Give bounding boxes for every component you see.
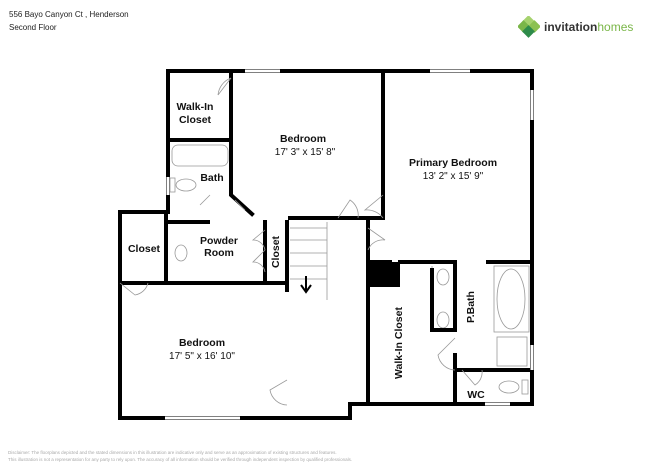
sink-icon	[436, 311, 450, 329]
floor-label: Second Floor	[9, 23, 57, 32]
closet-left-label: Closet	[128, 243, 161, 255]
bedroom-upper-dims: 17' 3" x 15' 8"	[275, 147, 336, 158]
primary-bedroom-name: Primary Bedroom	[409, 157, 497, 169]
sink-icon	[436, 268, 450, 286]
windows	[165, 69, 534, 420]
closet-mid-label: Closet	[270, 235, 282, 268]
pbath-label: P.Bath	[465, 291, 477, 323]
door-swing	[217, 77, 232, 96]
wc-label: WC	[467, 389, 485, 401]
clover-logo-icon	[518, 16, 540, 38]
fixtures	[169, 144, 530, 395]
powder-room-label-2: Room	[204, 247, 234, 259]
room-labels: Walk-In Closet Bedroom 17' 3" x 15' 8" P…	[128, 101, 497, 401]
invitation-homes-logo: invitationhomes	[518, 16, 633, 38]
disclaimer-line-1: Disclaimer: The floorplans depicted and …	[8, 450, 337, 455]
sink-icon	[174, 244, 188, 262]
bath-label: Bath	[200, 172, 223, 184]
bedroom-lower-dims: 17' 5" x 16' 10"	[169, 351, 235, 362]
staircase	[290, 222, 328, 300]
walkin-closet-2-label: Walk-In Closet	[393, 307, 405, 379]
stair-direction-arrow-icon	[300, 276, 312, 294]
bathtub-icon	[496, 268, 526, 330]
walkin-closet-label-1: Walk-In	[177, 101, 214, 113]
address: 556 Bayo Canyon Ct , Henderson	[9, 10, 129, 19]
shower-icon	[496, 336, 528, 367]
bedroom-upper-name: Bedroom	[280, 133, 326, 145]
primary-bedroom-dims: 13' 2" x 15' 9"	[423, 171, 484, 182]
powder-room-label-1: Powder	[200, 235, 238, 247]
bathtub-icon	[171, 144, 229, 167]
doors	[119, 77, 483, 406]
toilet-icon	[498, 380, 520, 394]
toilet-icon	[175, 178, 197, 192]
logo-word-homes: homes	[597, 20, 634, 34]
walkin-closet-label-2: Closet	[179, 114, 212, 126]
bedroom-lower-name: Bedroom	[179, 337, 225, 349]
logo-word-invitation: invitation	[544, 20, 598, 34]
